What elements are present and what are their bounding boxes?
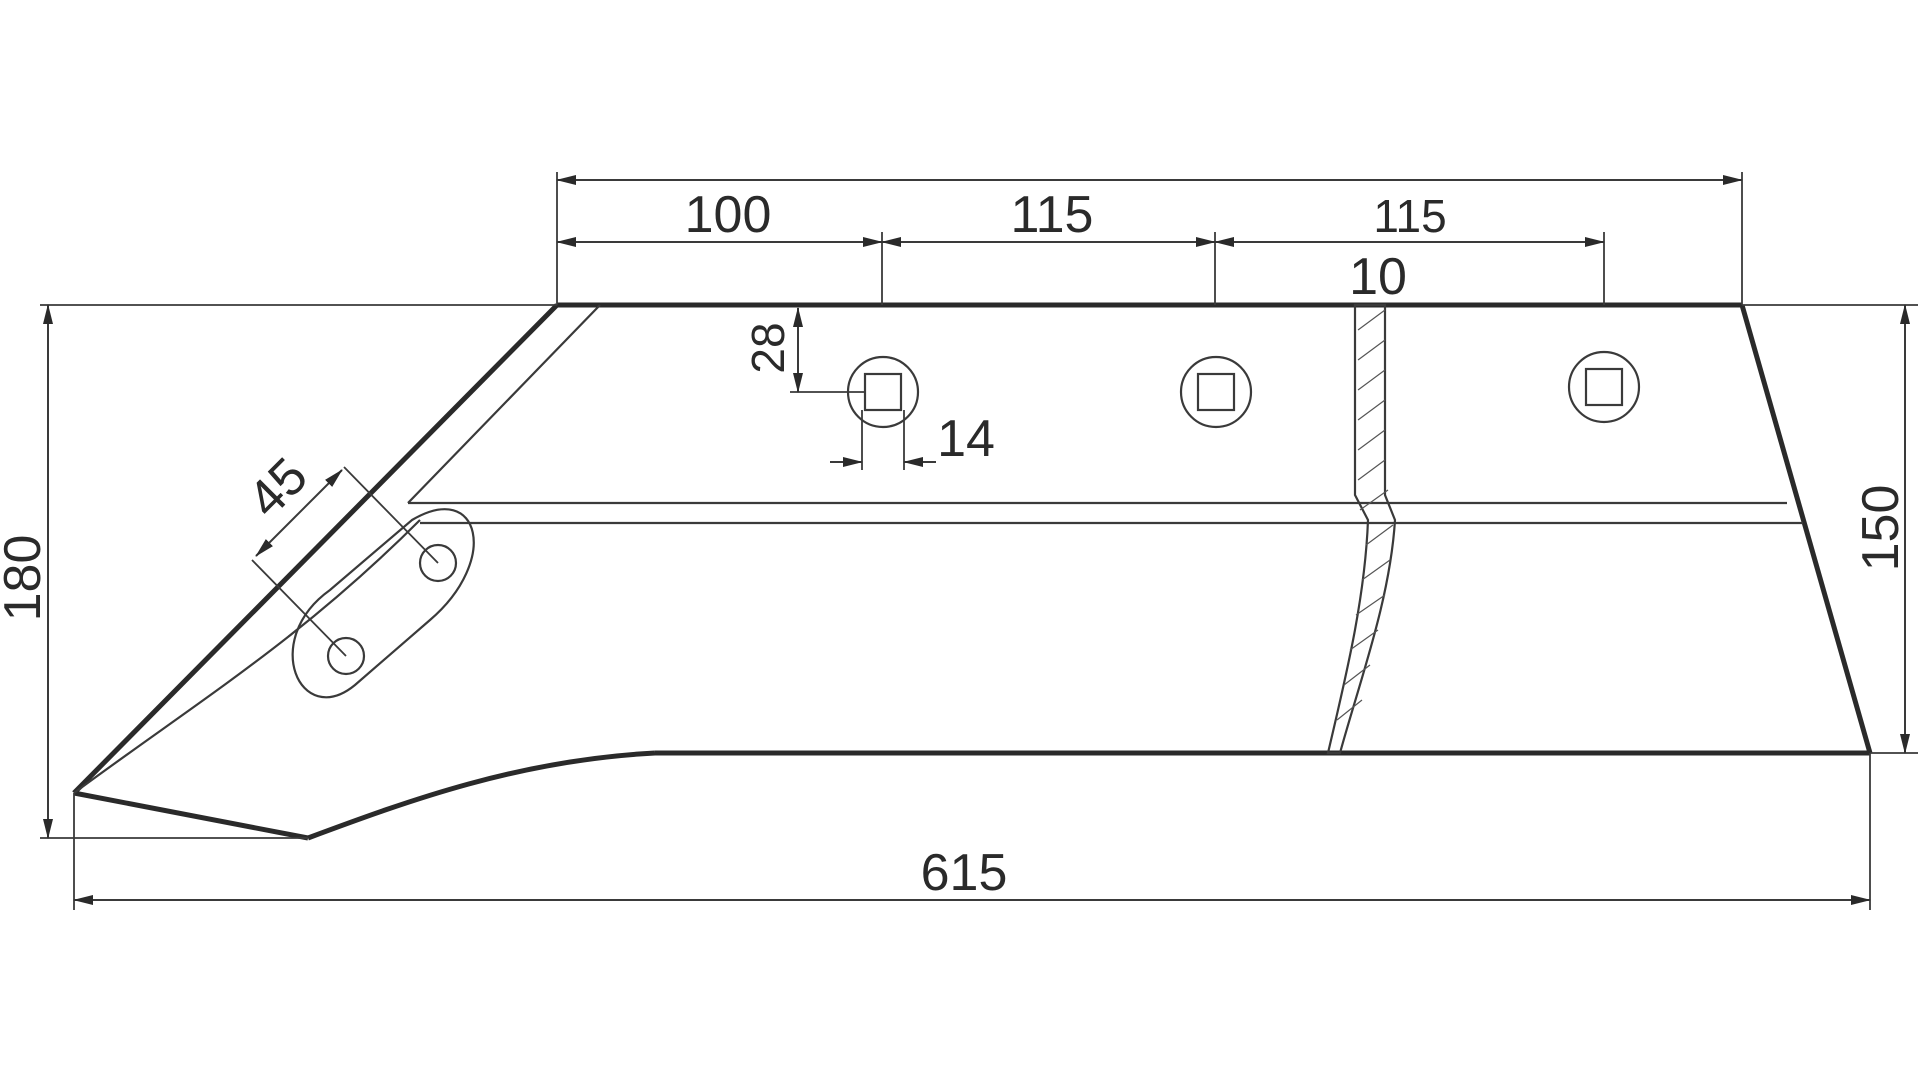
crease-lines — [408, 501, 1803, 525]
dimension-lines — [43, 175, 1910, 905]
dim-slot-spacing: 45 — [237, 447, 319, 529]
bolt-hole-3 — [1567, 350, 1641, 424]
dim-total-height: 180 — [0, 535, 52, 622]
dim-total-length: 615 — [921, 844, 1008, 902]
dim-top-segment-3: 115 — [1373, 190, 1446, 242]
bolt-hole-2 — [1179, 355, 1253, 429]
dim-top-segment-2: 115 — [1011, 186, 1094, 244]
dim-heel-height: 150 — [1852, 485, 1910, 572]
dim-top-segment-1: 100 — [685, 186, 772, 244]
dim-hole-diameter: 14 — [937, 410, 995, 468]
bevel-line — [73, 304, 601, 794]
dim-rib-width: 10 — [1349, 248, 1407, 306]
dim-hole-offset: 28 — [742, 322, 794, 373]
part-outline — [72, 302, 1873, 841]
rib-section — [1326, 303, 1397, 755]
wing-slot — [291, 508, 475, 699]
